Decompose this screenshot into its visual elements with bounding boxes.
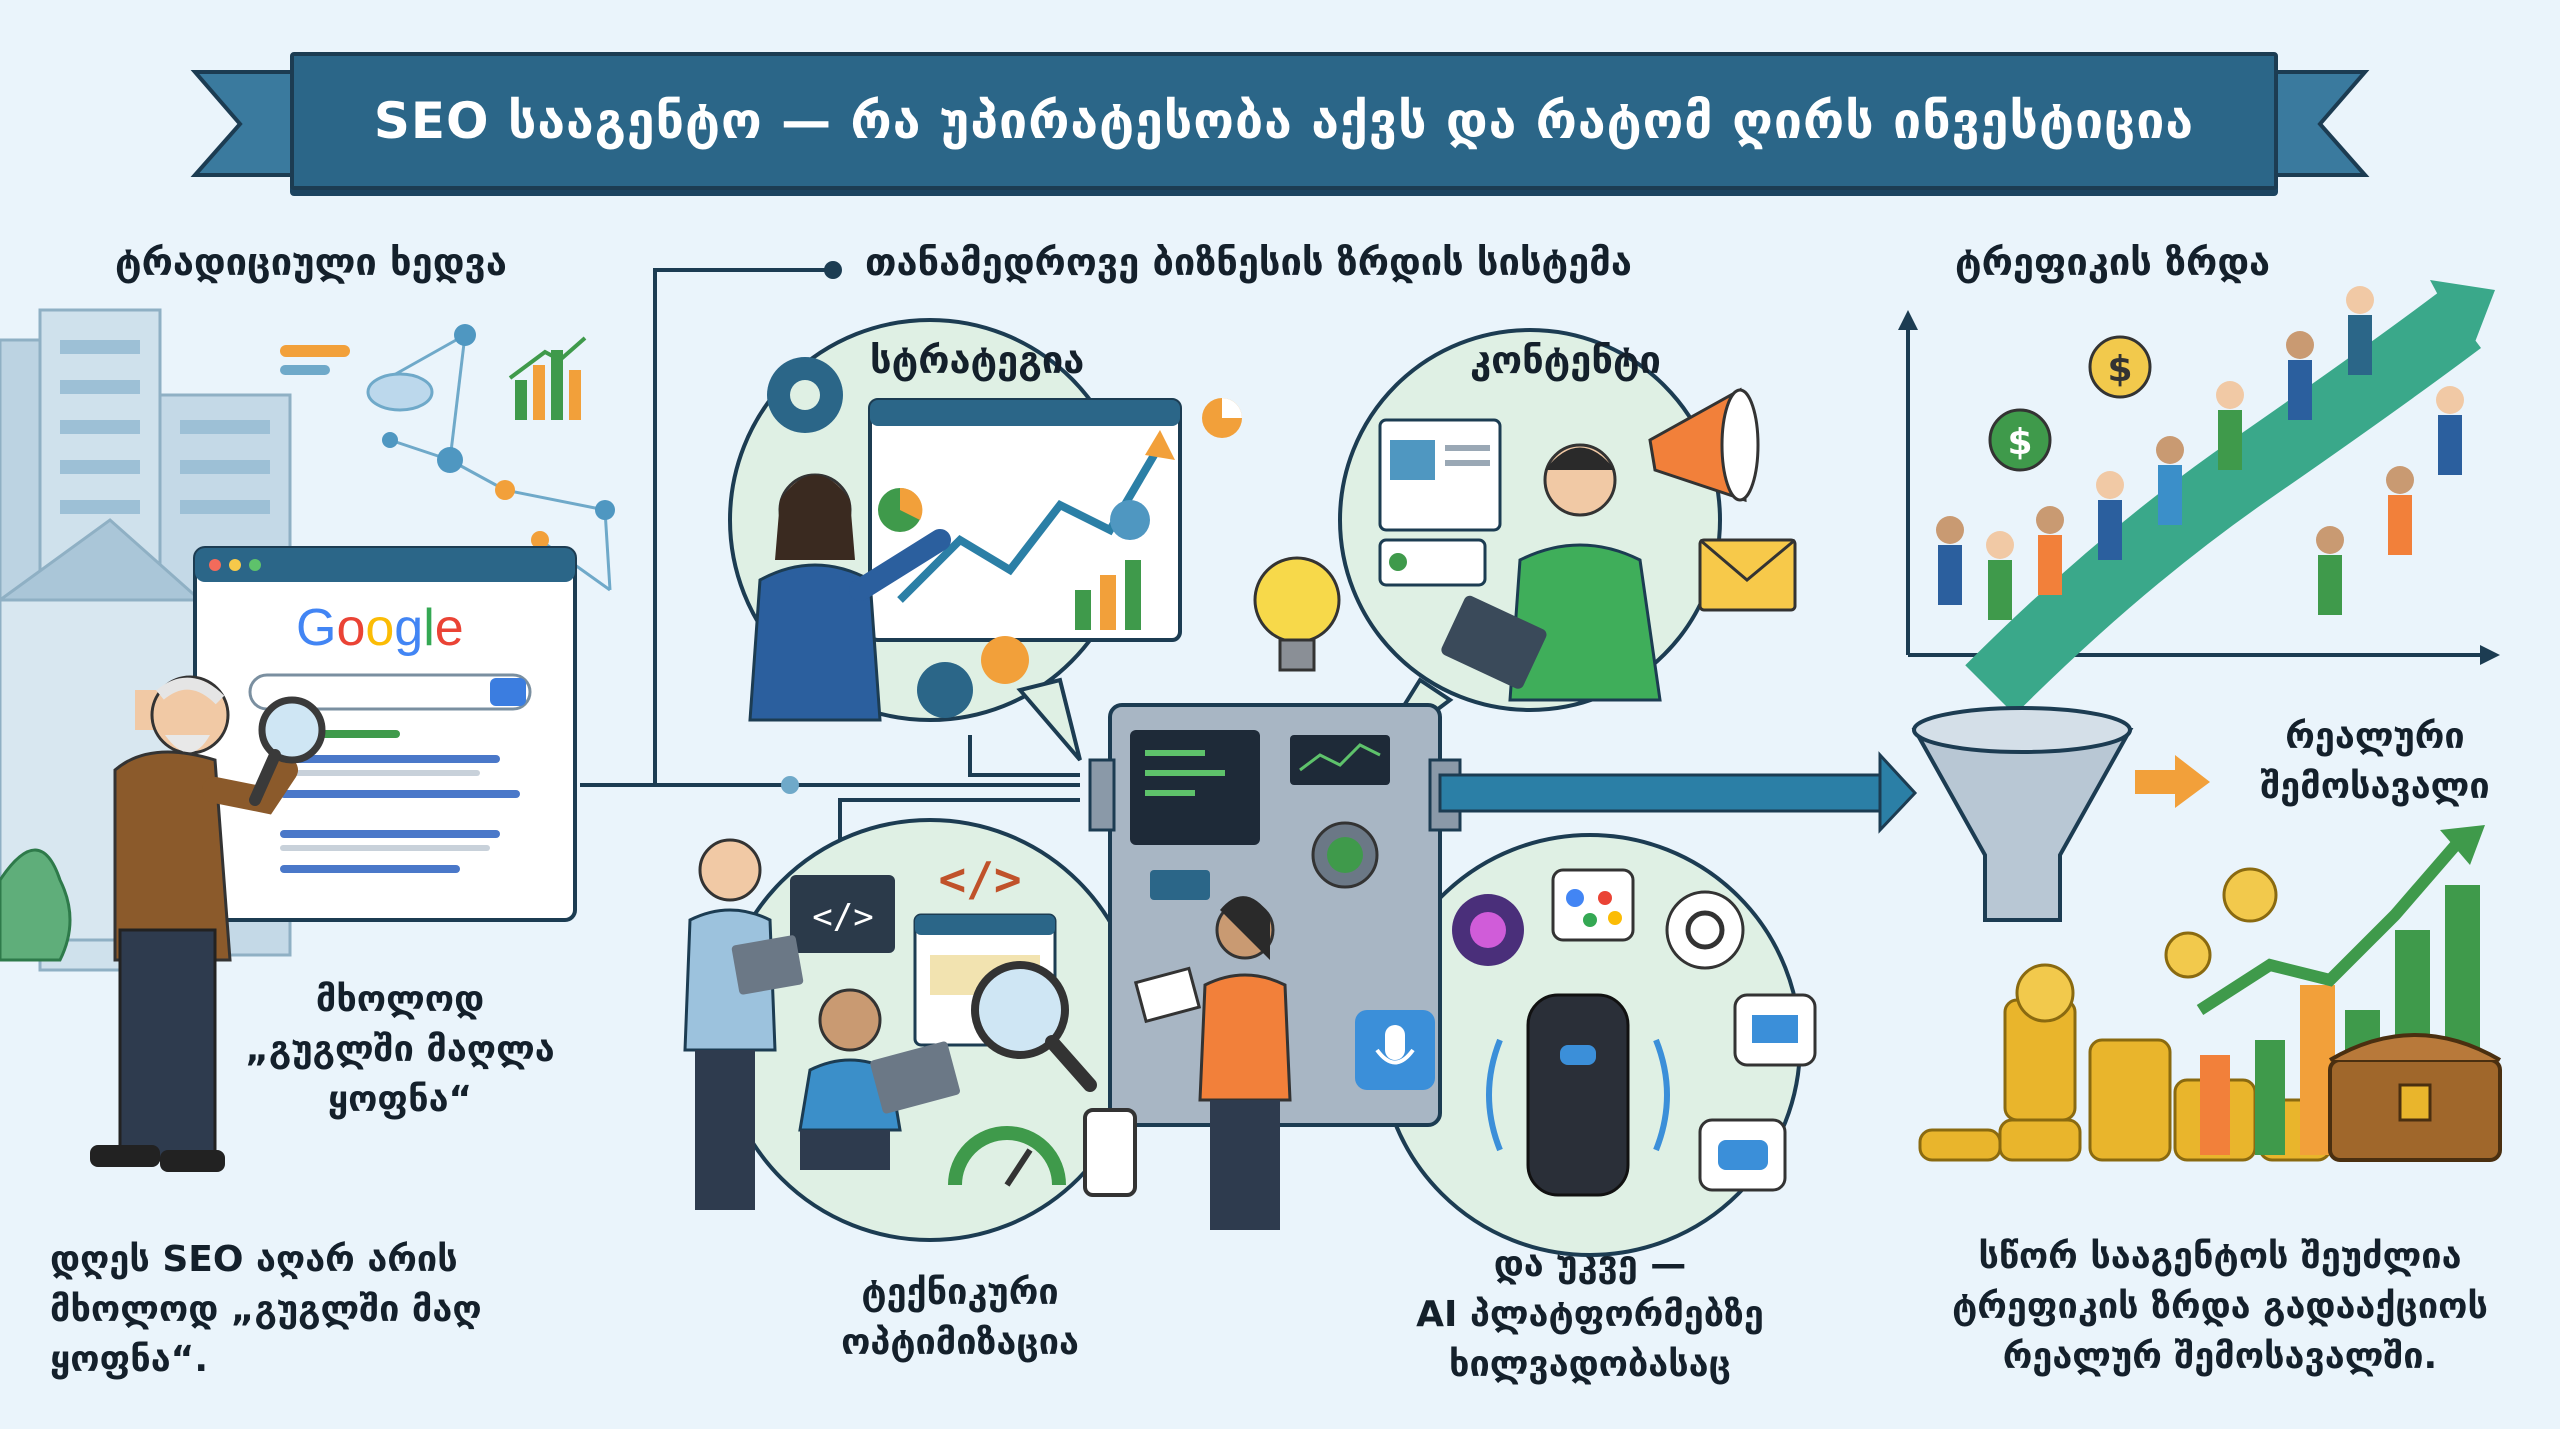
ai-line-1: და უკვე — [1493,1244,1687,1285]
envelope-icon [1698,538,1797,612]
man-with-tablet-figure [1441,443,1662,702]
technical-line-2: ოპტიმიზაცია [841,1322,1079,1363]
dollar-coin-icons: $ $ [1988,335,2152,472]
chatgpt-icon [1665,890,1745,970]
left-note-line-2: „გუგლში მაღლა [245,1029,555,1070]
megaphone-icon [1648,387,1760,503]
google-assistant-icon [1551,868,1635,942]
network-nodes [382,324,615,549]
elderly-man-figure [90,675,298,1172]
gear-icon-small [917,636,1029,718]
ai-line-3: ხილვადობასაც [1448,1344,1732,1385]
revenue-line-2: შემოსავალი [2260,766,2490,807]
revenue-arrow [2135,755,2210,808]
svg-text:</>: </> [938,852,1021,906]
chat-icon [1733,993,1817,1067]
revenue-line-1: რეალური [2285,716,2465,757]
traditional-view-heading: ტრადიციული ხედვა [115,240,507,284]
traffic-growth-heading: ტრეფიკის ზრდა [1955,240,2271,284]
left-note: მხოლოდ „გუგლში მაღლა ყოფნა“ [220,975,580,1125]
technical-caption: ტექნიკური ოპტიმიზაცია [810,1268,1110,1368]
real-revenue-label: რეალური შემოსავალი [2215,712,2535,812]
google-logo: Google [296,599,464,657]
growth-arrow [1965,280,2495,715]
right-bottom-line-3: რეალურ შემოსავალში. [2002,1336,2438,1377]
man-with-laptop-figure [683,838,804,1210]
big-arrow-to-funnel [1438,751,1918,834]
left-bottom-line-2: მხოლოდ „გუგლში მაღ [50,1289,482,1330]
content-label: კონტენტი [1470,338,1661,382]
strategy-label: სტრატეგია [870,338,1085,382]
bar-chart-icon [508,336,587,420]
browser-window [193,546,577,922]
technical-line-1: ტექნიკური [861,1272,1059,1313]
cloud-icon [366,372,434,412]
connector-lines [580,268,1080,865]
phone-icon [1083,1108,1137,1197]
siri-icon [1452,894,1524,966]
ai-line-2: AI პლატფორმებზე [1416,1294,1764,1335]
microphone-icon [1355,1010,1435,1090]
webpage-mockup [1378,418,1502,532]
right-bottom-caption: სწორ სააგენტოს შეუძლია ტრეფიკის ზრდა გად… [1910,1232,2530,1382]
left-note-line-3: ყოფნა“ [327,1079,473,1120]
code-brackets-icon: </> [938,852,1021,906]
title-banner: SEO სააგენტო — რა უპირატესობა აქვს და რა… [290,52,2278,190]
magnifier-icon-large [971,961,1097,1092]
page-title: SEO სააგენტო — რა უპირატესობა აქვს და რა… [373,92,2195,150]
modern-system-heading: თანამედროვე ბიზნესის ზრდის სისტემა [865,240,1632,284]
strategy-dashboard [868,398,1182,642]
funnel-icon [1911,706,2134,922]
speed-gauge-icon [948,1126,1066,1187]
svg-text:$: $ [2007,422,2032,463]
woman-presenter-figure [748,473,951,722]
left-bottom-caption: დღეს SEO აღარ არის მხოლოდ „გუგლში მაღ ყო… [50,1235,550,1385]
svg-text:$: $ [2107,349,2132,390]
gear-icon [767,357,843,433]
robot-icon [1698,1118,1787,1192]
lightbulb-icon [1253,556,1341,672]
kneeling-developer-figure [798,988,960,1170]
crowd-figures [1936,286,2464,620]
left-note-line-1: მხოლოდ [315,979,485,1020]
svg-text:</>: </> [812,897,873,937]
left-bottom-line-3: ყოფნა“. [50,1339,209,1380]
woman-orange-figure [1133,896,1292,1230]
right-bottom-line-1: სწორ სააგენტოს შეუძლია [1978,1236,2462,1277]
checklist-card [1378,538,1487,587]
pie-chart-icon [1202,398,1242,438]
right-bottom-line-2: ტრეფიკის ზრდა გადააქციოს [1952,1286,2488,1327]
magnifier-icon [249,696,326,806]
treasure-chest-icon [2328,1033,2502,1162]
code-icon: </> [790,875,895,953]
smart-speaker-icon [1486,993,1670,1197]
left-bottom-line-1: დღეს SEO აღარ არის [50,1239,458,1280]
tree-shrub [0,848,72,962]
ai-caption: და უკვე — AI პლატფორმებზე ხილვადობასაც [1380,1240,1800,1390]
